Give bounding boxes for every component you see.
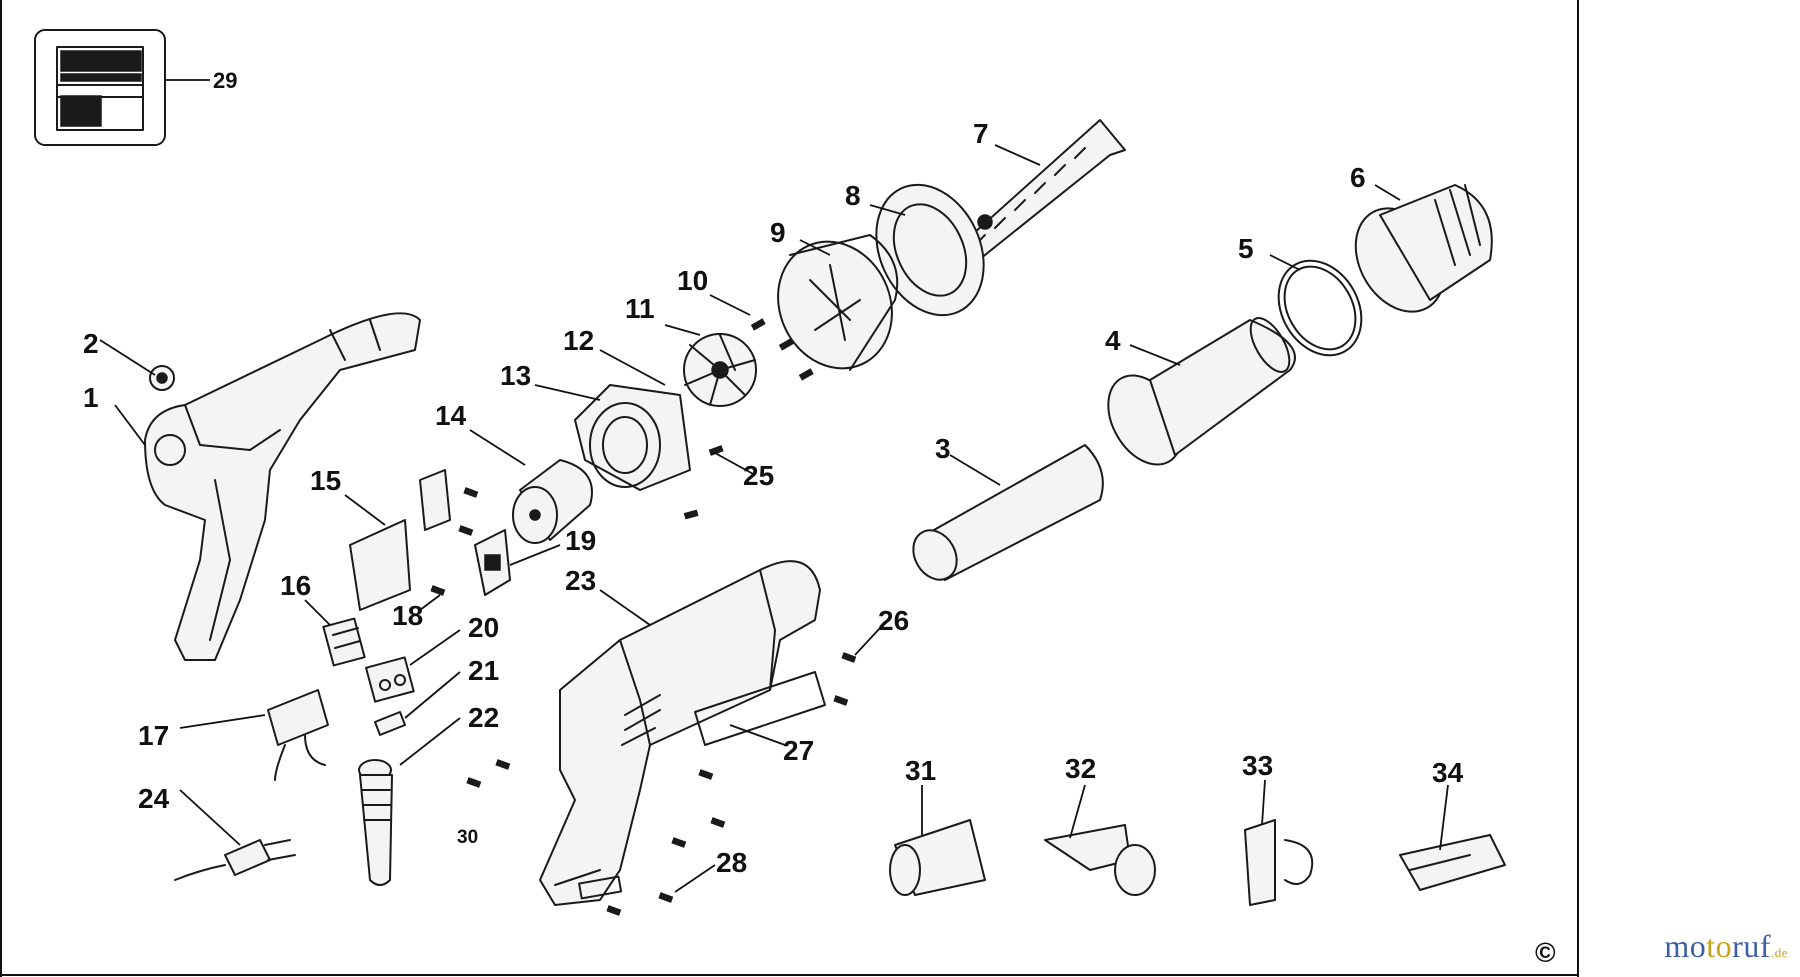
label-6: 6: [1350, 162, 1366, 193]
label-20: 20: [468, 612, 499, 643]
part-22-cable-grommet: [358, 759, 393, 886]
watermark-part-1: mo: [1664, 928, 1707, 964]
label-29: 29: [213, 68, 237, 93]
label-21: 21: [468, 655, 499, 686]
part-24-plug: [174, 839, 296, 881]
label-30: 30: [457, 827, 478, 848]
part-4-outer-tube: [1107, 317, 1296, 466]
label-26: 26: [878, 605, 909, 636]
part-20-connector: [365, 656, 415, 703]
part-16-terminal-block: [322, 617, 366, 667]
part-2-knob: [149, 365, 175, 391]
part-3-inner-tube: [912, 444, 1104, 581]
label-31: 31: [905, 755, 936, 786]
motoruf-watermark: motoruf.de: [1664, 928, 1788, 965]
label-34: 34: [1432, 757, 1464, 788]
label-4: 4: [1105, 325, 1121, 356]
watermark-suffix: .de: [1770, 945, 1788, 960]
label-25: 25: [743, 460, 774, 491]
part-13-motor-mount: [574, 384, 691, 491]
part-29-label-plate: [34, 29, 166, 146]
label-9: 9: [770, 217, 786, 248]
label-7: 7: [973, 118, 989, 149]
part-14-motor: [512, 459, 593, 544]
label-14: 14: [435, 400, 467, 431]
label-18: 18: [392, 600, 423, 631]
leader-lines: [99, 144, 1449, 893]
watermark-part-3: ruf: [1732, 928, 1771, 964]
label-33: 33: [1242, 750, 1273, 781]
label-16: 16: [280, 570, 311, 601]
label-28: 28: [716, 847, 747, 878]
part-8-ring-plate: [875, 183, 985, 317]
label-27: 27: [783, 735, 814, 766]
screws: [430, 318, 857, 916]
part-27-label-strip: [694, 671, 826, 746]
part-6-nozzle: [1354, 184, 1493, 313]
part-34-flat-nozzle: [1399, 834, 1506, 891]
part-15-circuit-board: [349, 469, 451, 611]
label-11: 11: [625, 293, 655, 324]
label-5: 5: [1238, 233, 1254, 264]
part-21-clip: [374, 711, 406, 736]
label-24: 24: [138, 783, 170, 814]
part-32-reflector-nozzle: [1044, 824, 1156, 896]
label-19: 19: [565, 525, 596, 556]
label-13: 13: [500, 360, 531, 391]
part-23-housing-right: [539, 560, 821, 906]
label-8: 8: [845, 180, 861, 211]
label-32: 32: [1065, 753, 1096, 784]
label-15: 15: [310, 465, 341, 496]
label-12: 12: [563, 325, 594, 356]
part-9-fan-housing: [777, 234, 899, 371]
part-31-nozzle: [889, 819, 986, 896]
label-10: 10: [677, 265, 708, 296]
part-33-pipe-nozzle: [1244, 819, 1314, 906]
label-23: 23: [565, 565, 596, 596]
label-2: 2: [83, 328, 99, 359]
part-19-switch: [474, 529, 511, 596]
label-17: 17: [138, 720, 169, 751]
watermark-part-2: to: [1706, 928, 1733, 964]
label-1: 1: [83, 382, 99, 413]
copyright-symbol: ©: [1535, 937, 1556, 968]
part-labels: 29 2 1 3 4 5 6 7 8 9 10 11 12 13 14 15 1…: [83, 68, 1556, 968]
part-11-impeller: [683, 333, 757, 407]
part-17-capacitor: [267, 689, 329, 781]
label-22: 22: [468, 702, 499, 733]
part-1-housing-left: [144, 312, 421, 661]
label-3: 3: [935, 433, 951, 464]
